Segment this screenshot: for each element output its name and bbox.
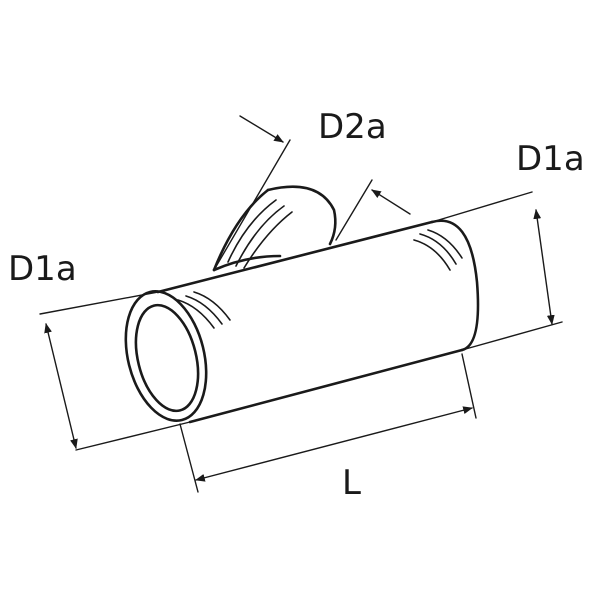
- dimension-d1a-left: [39, 291, 191, 451]
- label-length: L: [342, 463, 361, 503]
- label-d1a-left: D1a: [8, 249, 77, 289]
- label-d2a: D2a: [318, 107, 387, 147]
- label-d1a-right: D1a: [516, 139, 585, 179]
- dimension-length: [179, 353, 477, 493]
- branch-pipe: [212, 185, 337, 272]
- dimension-d2a: [213, 115, 411, 271]
- dimension-d1a-right: [431, 191, 563, 351]
- main-tube: [124, 219, 480, 424]
